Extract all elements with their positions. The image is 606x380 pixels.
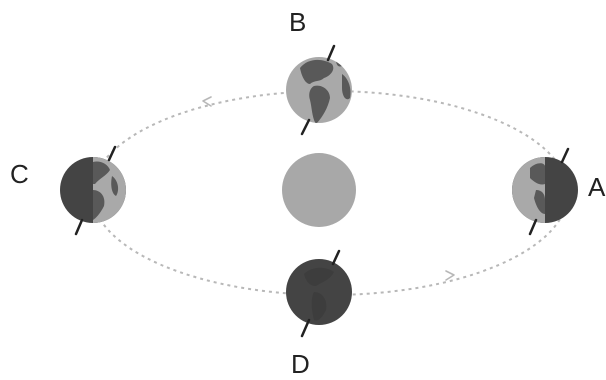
- label-b: B: [289, 7, 306, 37]
- label-c: C: [10, 159, 29, 189]
- label-d: D: [291, 349, 310, 379]
- sun: [282, 153, 356, 227]
- earth-c: [60, 145, 126, 236]
- orbit-arrow-top: [202, 96, 212, 107]
- label-a: A: [588, 172, 606, 202]
- earth-b: [286, 44, 352, 136]
- earth-d: [286, 249, 352, 338]
- earth-a: [512, 147, 578, 236]
- orbit-arrow-bottom: [445, 270, 455, 281]
